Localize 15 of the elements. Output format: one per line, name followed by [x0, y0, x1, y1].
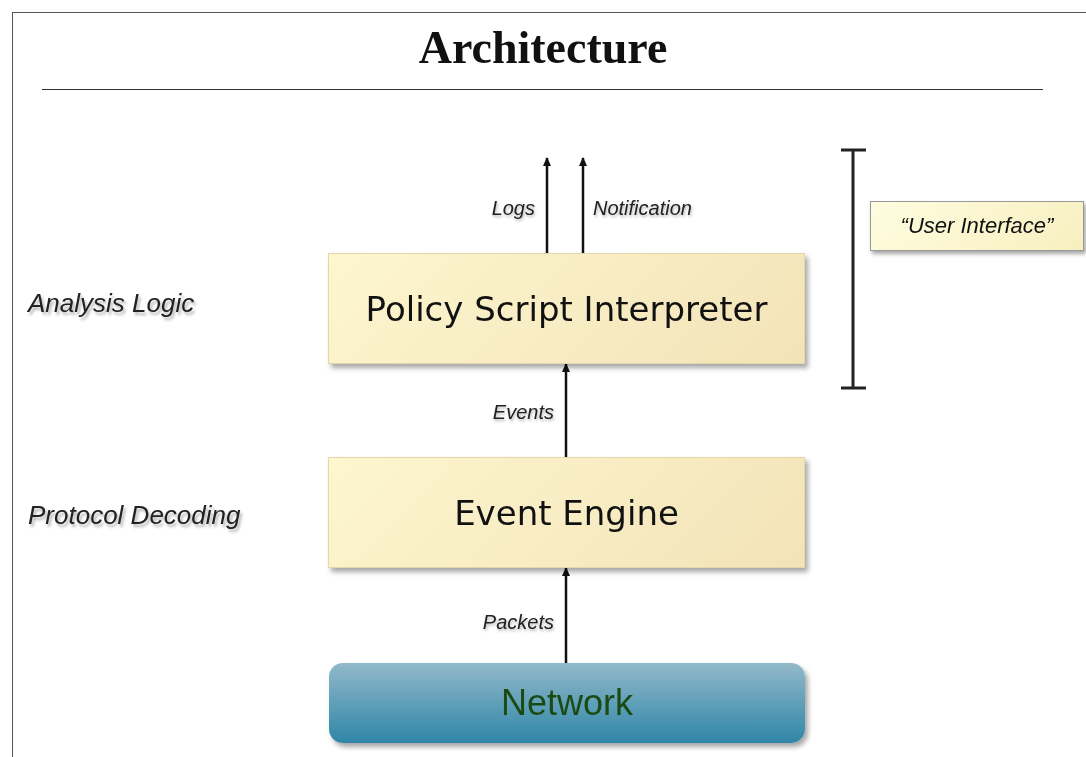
edge-label: Packets — [482, 610, 554, 634]
title: Architecture — [417, 21, 669, 75]
arrow — [562, 363, 570, 457]
edge-label: Events — [492, 400, 554, 424]
edge-label: Logs — [491, 196, 535, 220]
layer-label: Analysis Logic — [28, 288, 195, 319]
arrow — [543, 157, 551, 253]
note-box: “User Interface” — [870, 201, 1084, 251]
arrow — [562, 567, 570, 663]
arrow — [579, 157, 587, 253]
process-box: Policy Script Interpreter — [328, 253, 805, 364]
edge-label: Notification — [593, 196, 692, 220]
process-box: Event Engine — [328, 457, 805, 568]
process-box: Network — [329, 663, 805, 743]
layer-label: Protocol Decoding — [28, 500, 241, 531]
